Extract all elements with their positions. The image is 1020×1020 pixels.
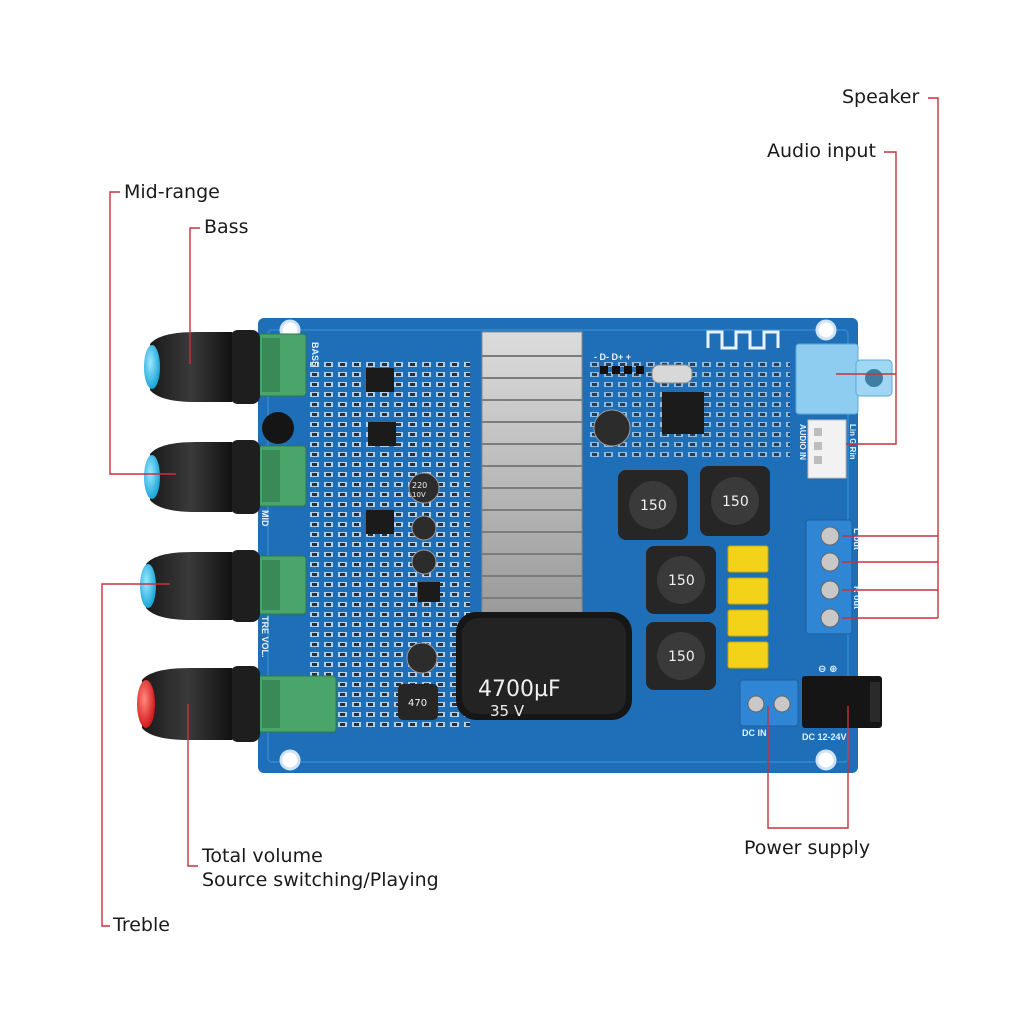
terminal-screw — [820, 608, 840, 628]
small-capacitor — [408, 472, 440, 504]
inductor-label: 150 — [722, 494, 749, 510]
dc-voltage-silkscreen: DC 12-24V — [802, 732, 847, 742]
terminal-screw — [820, 526, 840, 546]
rout-silkscreen: R out — [852, 586, 862, 609]
smd-field-left — [310, 360, 470, 730]
bluetooth-ic — [662, 392, 704, 434]
small-capacitor — [411, 515, 437, 541]
terminal-screw — [773, 695, 791, 713]
dc-in-silkscreen: DC IN — [742, 728, 767, 738]
leader-treble — [101, 583, 170, 927]
ic-chip — [366, 510, 394, 534]
crystal — [651, 364, 693, 384]
inductor: 150 — [618, 470, 688, 540]
inductor-label: 150 — [640, 498, 667, 514]
inductor-label: 150 — [668, 649, 695, 665]
small-inductor-label: 470 — [408, 698, 427, 709]
inductor: 150 — [700, 466, 770, 536]
buzzer — [262, 412, 294, 444]
dc-barrel-jack — [802, 676, 882, 728]
lout-silkscreen: L out — [852, 528, 862, 550]
film-capacitor — [727, 641, 769, 669]
audio-input-jack — [795, 343, 893, 415]
capacitor-value: 4700µF — [478, 677, 561, 702]
lin-connector — [807, 419, 847, 479]
knob-bass[interactable] — [144, 330, 260, 404]
small-capacitors: 220 10V — [262, 409, 631, 674]
pot-mid — [257, 445, 307, 507]
callout-treble: Treble — [112, 914, 170, 936]
callout-speaker: Speaker — [842, 86, 919, 108]
callout-total-volume: Total volume — [201, 845, 323, 867]
mounting-hole — [815, 749, 837, 771]
knob-mid[interactable] — [144, 440, 260, 514]
callout-audio-input: Audio input — [767, 140, 876, 162]
inductor: 150 — [646, 622, 716, 690]
mounting-hole — [815, 319, 837, 341]
ic-chip — [418, 582, 440, 602]
leader-lines — [101, 97, 939, 927]
inductor-label: 150 — [668, 573, 695, 589]
knob-treble[interactable] — [140, 550, 260, 622]
leader-mid-range — [109, 191, 176, 475]
film-capacitors — [727, 545, 769, 669]
leader-speaker — [928, 97, 939, 618]
leader-audio-input — [846, 151, 897, 445]
audio-in-silkscreen: AUDIO IN — [798, 424, 807, 460]
speaker-terminal-block — [805, 519, 853, 635]
film-capacitor — [727, 545, 769, 573]
inductors: 150 150 150 150 470 — [398, 466, 770, 720]
power-terminal-block — [739, 679, 799, 727]
leader-bass — [189, 227, 200, 364]
pin-header — [600, 366, 644, 374]
leader-total-volume — [187, 704, 198, 867]
callout-mid-range: Mid-range — [124, 181, 220, 203]
callout-bass: Bass — [204, 216, 248, 238]
pot-treble — [257, 555, 307, 615]
pot-volume — [257, 675, 337, 733]
film-capacitor — [727, 609, 769, 637]
terminal-screw — [820, 580, 840, 600]
polarity-silkscreen: ⊖ ⊕ — [818, 664, 838, 675]
ic-chip — [368, 422, 396, 446]
small-cap-voltage: 10V — [412, 491, 426, 499]
tre-vol-silkscreen: TRE VOL. — [260, 616, 270, 658]
callout-power-supply: Power supply — [744, 837, 870, 859]
small-capacitor — [593, 409, 631, 447]
mounting-hole — [279, 749, 301, 771]
pot-bass — [257, 333, 307, 397]
small-capacitor — [411, 549, 437, 575]
lin-gr-silkscreen: Lin G Rin — [848, 424, 857, 460]
ic-chip — [366, 368, 394, 392]
knob-volume[interactable] — [137, 666, 260, 742]
film-capacitor — [727, 577, 769, 605]
terminal-screw — [820, 552, 840, 572]
inductor: 150 — [646, 546, 716, 614]
leader-power-supply — [767, 706, 849, 829]
small-inductor: 470 — [398, 684, 438, 720]
small-capacitor — [406, 642, 438, 674]
mid-silkscreen: MID — [260, 510, 270, 527]
antenna-trace — [706, 330, 780, 350]
bass-silkscreen: BASS — [310, 342, 320, 367]
main-capacitor: 4700µF 35 V — [456, 612, 632, 720]
capacitor-voltage: 35 V — [490, 702, 525, 720]
heatsink — [481, 331, 583, 615]
callout-source-switching: Source switching/Playing — [202, 869, 439, 891]
terminal-screw — [747, 695, 765, 713]
pins-silkscreen: - D- D+ + — [594, 352, 631, 362]
small-cap-value: 220 — [412, 481, 427, 490]
